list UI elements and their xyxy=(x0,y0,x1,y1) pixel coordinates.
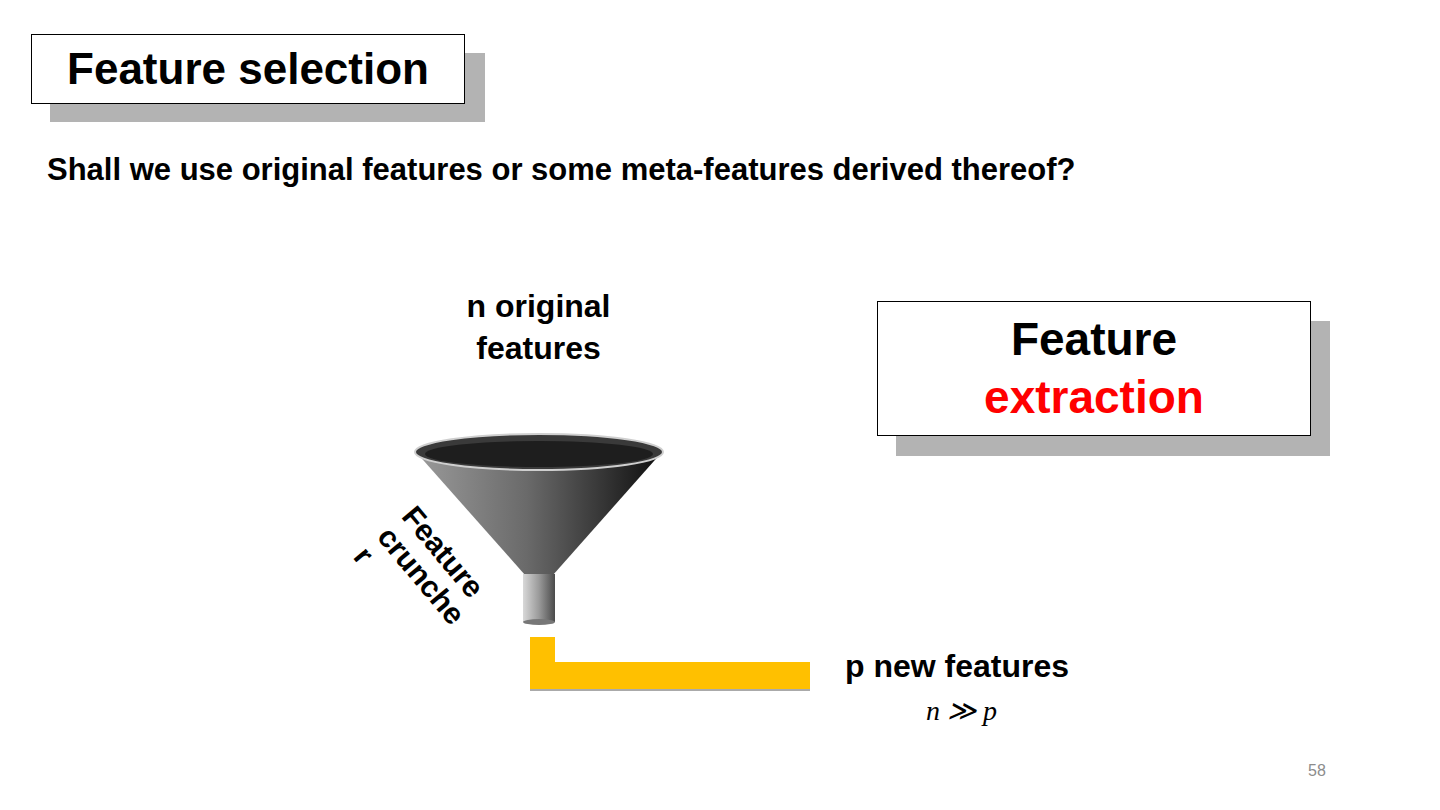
subtitle: Shall we use original features or some m… xyxy=(47,152,1075,188)
box-text: extraction xyxy=(984,369,1204,427)
funnel-mouth xyxy=(425,441,653,467)
math-relation: n ≫ p xyxy=(926,694,997,727)
input-label: n original features xyxy=(466,285,611,369)
page-number: 58 xyxy=(1308,762,1326,780)
title-box: Feature selection xyxy=(31,34,465,104)
funnel-spout xyxy=(523,574,555,622)
funnel-rim xyxy=(415,434,663,470)
output-label: p new features xyxy=(845,648,1069,685)
slide-title: Feature selection xyxy=(32,35,464,103)
output-pipe xyxy=(530,637,810,690)
pipe-shadow xyxy=(530,689,810,691)
box-text: Feature xyxy=(1011,311,1177,369)
concept-box: Featureextraction xyxy=(877,301,1311,436)
spout-rim xyxy=(523,619,555,625)
